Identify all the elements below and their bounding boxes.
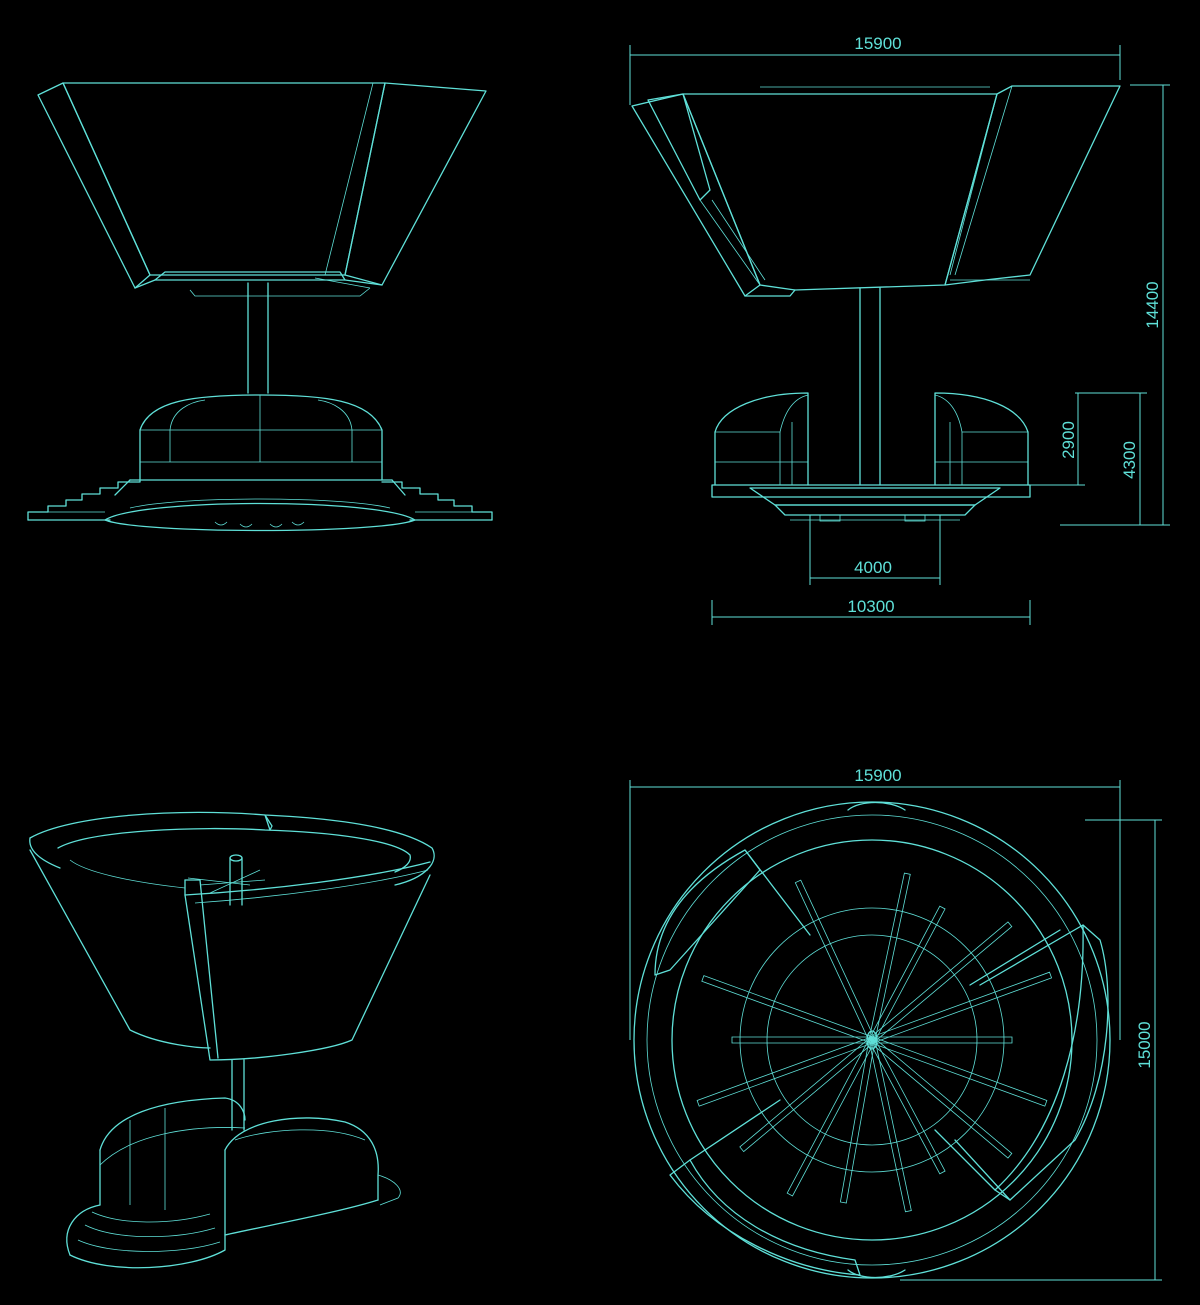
- plan-canopy-segments: [654, 849, 1109, 1276]
- plan-spoke: [870, 1036, 1048, 1107]
- side-dimension-14400: 14400: [1060, 84, 1170, 526]
- plan-spoke: [739, 1037, 875, 1153]
- dim-label-side-height-base: 4300: [1120, 441, 1139, 479]
- dim-label-plan-width: 15900: [854, 766, 901, 785]
- front-elevation-view: [27, 82, 493, 532]
- plan-spoke: [870, 971, 1053, 1044]
- side-elevation-view: 15900 14400 4300 2900 4000 10: [629, 34, 1170, 625]
- side-base-right-pod: [934, 392, 1029, 486]
- front-lower-disc: [104, 498, 416, 532]
- plan-spoke: [868, 872, 911, 1042]
- plan-rings: [633, 801, 1111, 1279]
- plan-spoke: [794, 879, 876, 1042]
- side-base-left-pod: [714, 392, 809, 486]
- dim-label-plan-height: 15000: [1135, 1021, 1154, 1068]
- side-column: [859, 287, 881, 486]
- plan-dimension-15000: 15000: [900, 819, 1162, 1281]
- iso-base: [66, 1097, 401, 1269]
- dim-label-side-height-total: 14400: [1143, 281, 1162, 328]
- side-base-platform: [711, 484, 1031, 522]
- iso-column: [231, 1059, 245, 1131]
- side-dimension-10300: 10300: [711, 597, 1031, 625]
- iso-bowl-rim: [29, 811, 435, 889]
- front-base-dome: [129, 394, 393, 481]
- dim-label-side-width-center: 4000: [854, 558, 892, 577]
- side-dimension-4300: 4300: [1075, 392, 1147, 525]
- plan-dimension-15900: 15900: [629, 766, 1121, 1040]
- side-dimension-15900: 15900: [629, 34, 1121, 105]
- plan-spoke: [839, 1039, 876, 1204]
- dim-label-side-height-dome: 2900: [1059, 421, 1078, 459]
- side-dimension-4000: 4000: [809, 515, 941, 585]
- plan-spoke: [696, 1036, 874, 1107]
- plan-spoke: [871, 1036, 1013, 1044]
- plan-spoke: [701, 975, 874, 1044]
- dim-label-side-width-top: 15900: [854, 34, 901, 53]
- plan-spoke: [868, 1038, 912, 1213]
- iso-interior-hub: [187, 854, 266, 906]
- isometric-view: [29, 811, 435, 1269]
- front-column: [247, 282, 269, 394]
- plan-spokes: [696, 872, 1053, 1213]
- plan-view: 15900 15000: [629, 766, 1162, 1281]
- front-canopy: [37, 82, 487, 297]
- dim-label-side-width-base: 10300: [847, 597, 894, 616]
- iso-bowl-panels: [29, 849, 431, 1061]
- plan-center-hub: [866, 1030, 878, 1050]
- side-dimension-2900: 2900: [1030, 393, 1085, 486]
- plan-spoke: [731, 1036, 873, 1044]
- side-canopy: [631, 85, 1121, 297]
- front-steps: [27, 479, 493, 521]
